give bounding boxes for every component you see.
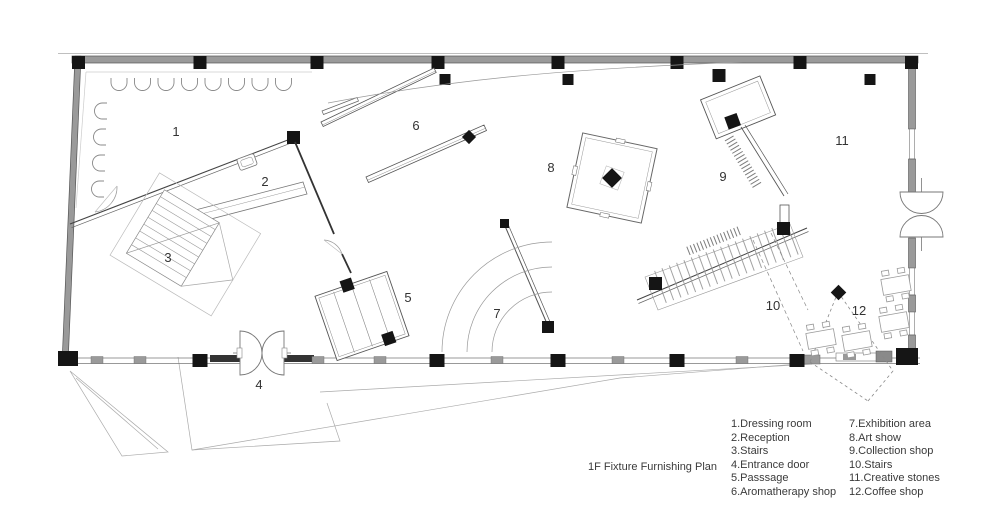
room-12-coffee	[805, 266, 912, 402]
chair-row-top	[110, 77, 292, 91]
legend-item: 6.Aromatherapy shop	[731, 485, 837, 498]
display-shelf	[365, 124, 488, 184]
coffee-table	[805, 320, 837, 357]
room-10-stairs	[636, 204, 809, 352]
coffee-table	[841, 322, 873, 359]
room-label-5: 5	[404, 290, 411, 305]
legend-item: 4.Entrance door	[731, 458, 810, 471]
room-3-stairs	[109, 172, 262, 317]
room-label-10: 10	[766, 298, 780, 313]
room-1-dressing	[75, 71, 312, 213]
legend-item: 2.Reception	[731, 431, 790, 444]
plan-title: 1F Fixture Furnishing Plan	[588, 461, 717, 473]
legend-item: 8.Art show	[849, 431, 901, 444]
legend-column-right: 7.Exhibition area 8.Art show 9.Collectio…	[849, 418, 940, 499]
room-label-9: 9	[719, 169, 726, 184]
stair-treads	[654, 222, 800, 303]
interior-walls	[69, 131, 554, 333]
room-label-2: 2	[261, 174, 268, 189]
ceiling-curve	[327, 61, 747, 104]
room-label-8: 8	[547, 160, 554, 175]
entrance-door-symbol	[233, 330, 291, 376]
room-5-passage	[314, 270, 410, 362]
legend-column-left: 1.Dressing room 2.Reception 3.Stairs 4.E…	[731, 418, 836, 499]
column-marker	[830, 284, 847, 301]
room-label-12: 12	[852, 303, 866, 318]
legend-item: 12.Coffee shop	[849, 485, 924, 498]
legend-item: 1.Dressing room	[731, 418, 812, 430]
room-8-art-display	[566, 132, 658, 224]
room-6-aromatherapy	[320, 61, 747, 184]
room-label-7: 7	[493, 306, 500, 321]
room-labels: 1 2 3 4 5 6 7 8 9 10 11 12	[164, 118, 866, 392]
room-label-3: 3	[164, 250, 171, 265]
legend-item: 7.Exhibition area	[849, 418, 931, 430]
garment-rack	[724, 135, 763, 190]
legend-item: 9.Collection shop	[849, 445, 934, 457]
room-label-6: 6	[412, 118, 419, 133]
room-label-1: 1	[172, 124, 179, 139]
sink	[236, 153, 258, 171]
room-label-11: 11	[835, 133, 849, 148]
chair-column-left	[91, 102, 108, 198]
garment-rack	[686, 225, 743, 256]
room-7-exhibition-arcs	[441, 241, 553, 353]
right-door-symbol	[899, 178, 944, 251]
structural-columns	[58, 56, 918, 367]
door-swing-arc	[94, 185, 118, 213]
room-9-collection	[699, 75, 789, 197]
legend-item: 3.Stairs	[731, 445, 769, 457]
room-label-4: 4	[255, 377, 262, 392]
collection-counter	[699, 75, 777, 140]
legend-item: 11.Creative stones	[849, 472, 940, 484]
coffee-table	[880, 266, 912, 303]
legend-item: 10.Stairs	[849, 458, 893, 471]
legend-item: 5.Passsage	[731, 472, 789, 484]
coffee-table	[878, 303, 910, 340]
exterior-site-lines	[58, 53, 928, 457]
